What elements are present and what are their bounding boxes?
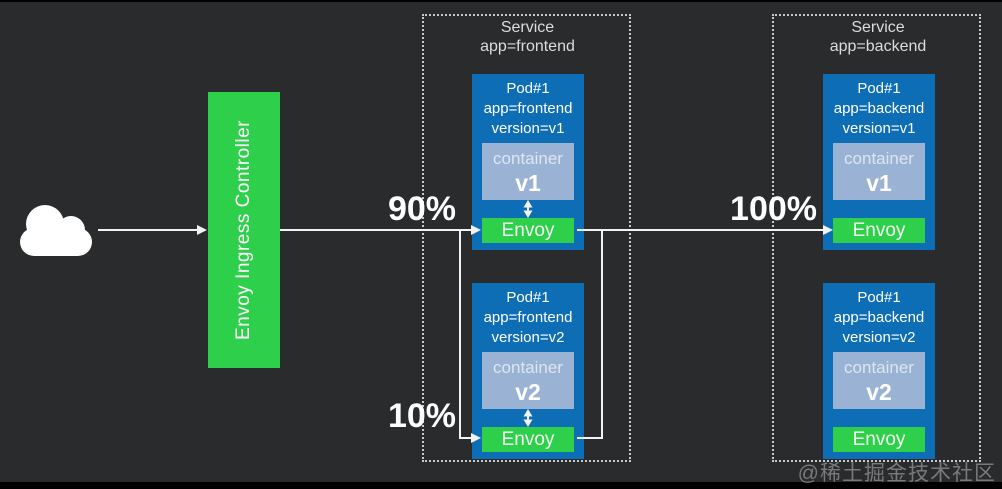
container-version: v1 [515,170,541,196]
bottom-border-bar [0,482,1002,489]
traffic-weight-backend: 100% [730,190,817,228]
pod-backend-v1: Pod#1 app=backend version=v1 container v… [823,74,935,250]
service-backend-title: Service app=backend [772,18,984,56]
envoy-sidecar-frontend-v2: Envoy [482,427,574,452]
pod-name: Pod#1 [506,80,550,97]
pod-name: Pod#1 [857,80,901,97]
pod-version-label: version=v2 [491,329,565,346]
envoy-sidecar-backend-v1: Envoy [833,218,925,243]
service-backend-title-line: Service [851,19,905,36]
container-box-frontend-v1: container v1 [482,143,574,200]
container-label: container [493,149,563,168]
pod-version-label: version=v1 [842,120,916,137]
container-label: container [493,358,563,377]
container-box-backend-v2: container v2 [833,352,925,409]
container-version: v1 [866,170,892,196]
arrowhead-ingress [197,225,207,235]
envoy-sidecar-frontend-v1: Envoy [482,218,574,243]
container-box-backend-v1: container v1 [833,143,925,200]
container-version: v2 [866,379,892,405]
envoy-sidecar-backend-v2: Envoy [833,427,925,452]
pod-name: Pod#1 [857,289,901,306]
pod-frontend-v2-labels: Pod#1 app=frontend version=v2 [472,288,584,348]
pod-backend-v2: Pod#1 app=backend version=v2 container v… [823,283,935,459]
pod-name: Pod#1 [506,289,550,306]
top-border-bar [0,0,1002,2]
pod-backend-v1-labels: Pod#1 app=backend version=v1 [823,79,935,139]
pod-frontend-v2: Pod#1 app=frontend version=v2 container … [472,283,584,459]
container-version: v2 [515,379,541,405]
pod-backend-v2-labels: Pod#1 app=backend version=v2 [823,288,935,348]
pod-app-label: app=backend [833,100,925,117]
service-frontend-title-line: Service [500,19,555,36]
container-box-frontend-v2: container v2 [482,352,574,409]
traffic-weight-frontend-v2: 10% [387,397,456,435]
envoy-ingress-controller-box: Envoy Ingress Controller [208,92,280,368]
pod-app-label: app=frontend [483,309,573,326]
service-backend-selector: app=backend [829,38,927,55]
pod-frontend-v1: Pod#1 app=frontend version=v1 container … [472,74,584,250]
traffic-weight-frontend-v1: 90% [387,190,456,228]
pod-app-label: app=frontend [483,100,573,117]
pod-version-label: version=v1 [491,120,565,137]
container-label: container [844,149,914,168]
service-frontend-title: Service app=frontend [422,18,633,56]
cloud-icon [20,205,92,256]
service-backend-group [772,14,981,462]
service-frontend-group [422,14,631,462]
container-label: container [844,358,914,377]
envoy-ingress-controller-label: Envoy Ingress Controller [233,119,254,341]
watermark-text: @稀土掘金技术社区 [797,462,996,485]
pod-frontend-v1-labels: Pod#1 app=frontend version=v1 [472,79,584,139]
service-frontend-selector: app=frontend [480,38,575,55]
pod-app-label: app=backend [833,309,925,326]
pod-version-label: version=v2 [842,329,916,346]
